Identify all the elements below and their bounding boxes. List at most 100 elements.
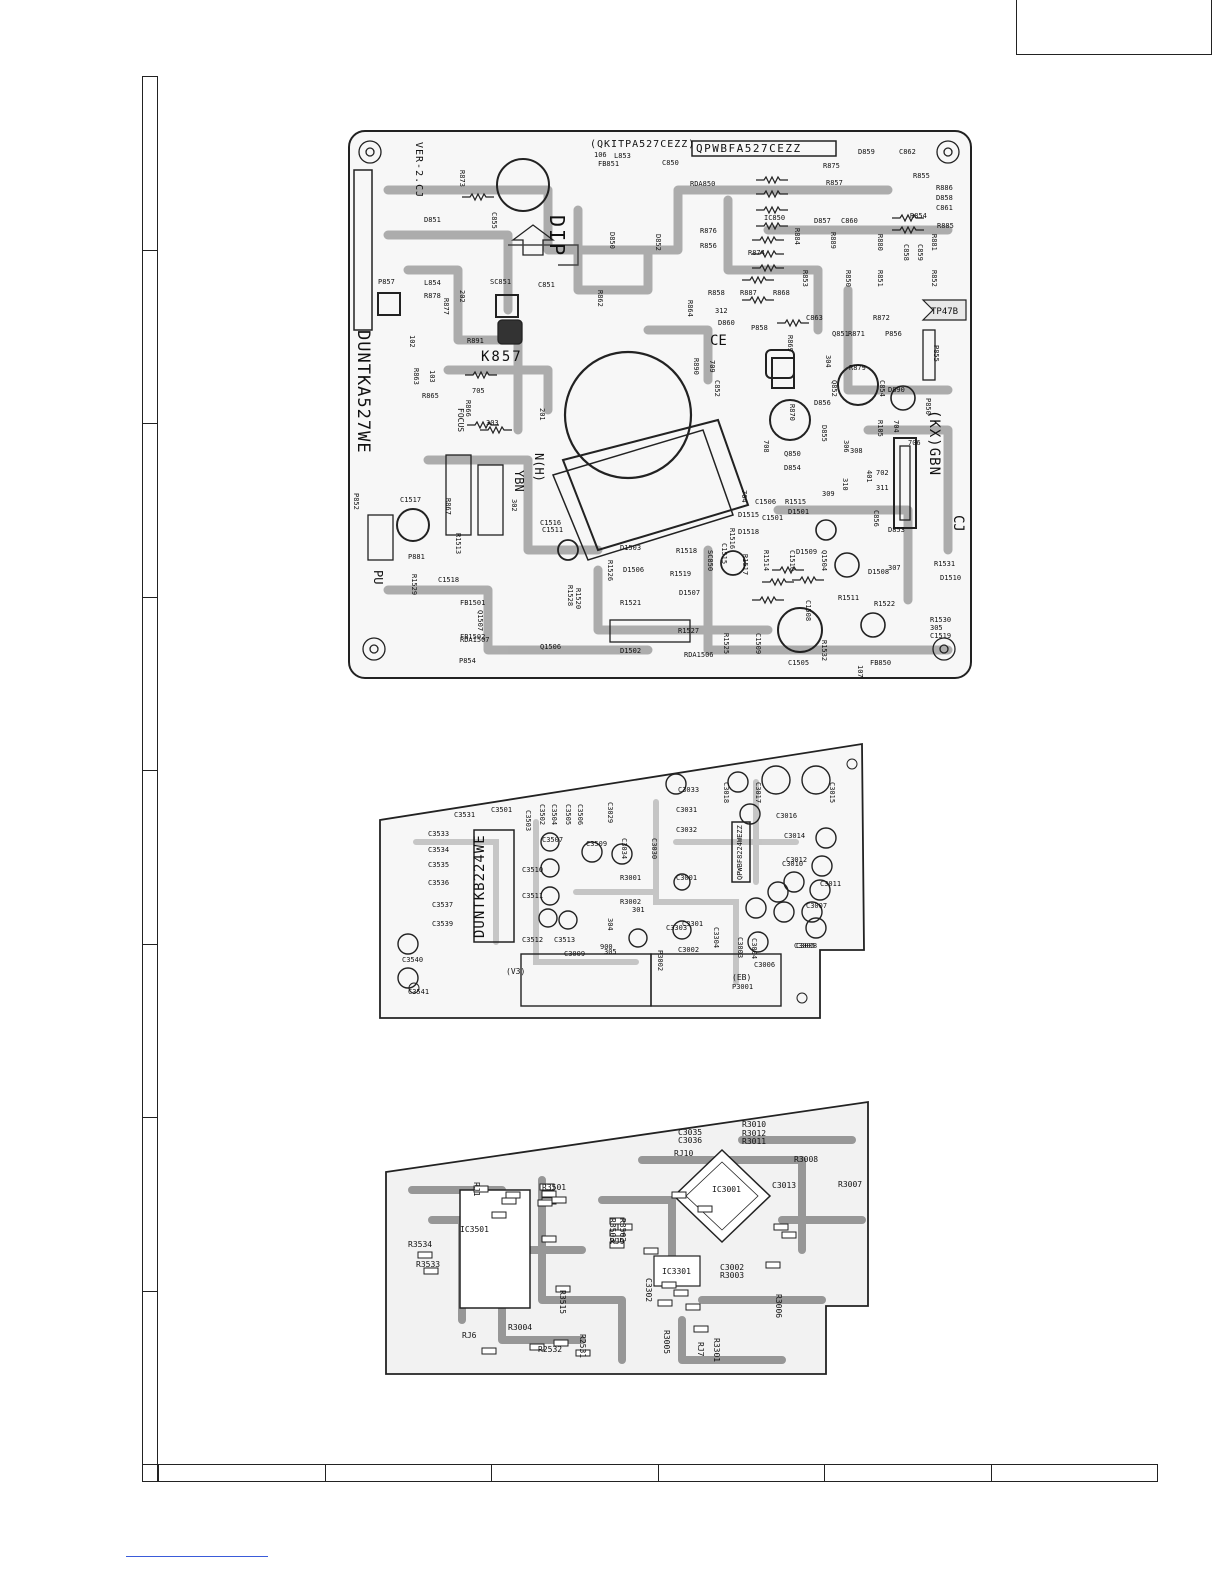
component-r885: R885 [937,222,954,230]
component-r1529: R1529 [410,574,418,595]
component-r881: R881 [930,234,938,251]
component-d856: D856 [814,399,831,407]
smd-pad [617,1223,633,1231]
component-r850: R850 [844,270,852,287]
resistor-symbol [752,595,784,605]
smd-pad [537,1199,553,1207]
capacitor-symbol [611,843,633,865]
component-c3018: C3018 [722,782,730,803]
component-c3503: C3503 [524,810,532,831]
component-r1530: R1530 [930,616,951,624]
component-c3033: C3033 [678,786,699,794]
smd-pad [539,1183,555,1191]
capacitor-symbol [397,967,419,989]
frame-zone-mark [142,770,158,771]
component-r856: R856 [700,242,717,250]
component-ic3001: IC3001 [712,1185,741,1194]
component-c1510: C1510 [788,550,796,571]
component-r1520: R1520 [574,588,582,609]
resistor-symbol [762,577,794,587]
component-r870: R870 [788,404,796,421]
resistor-symbol [892,213,924,223]
component-c1515: C1515 [720,543,728,564]
component-c3531: C3531 [454,811,475,819]
component-309: 309 [822,490,835,498]
component-r889: R889 [829,232,837,249]
component-c859: C859 [916,244,924,261]
component-d1507: D1507 [679,589,700,597]
component-302: 302 [510,499,518,512]
capacitor-symbol [739,803,761,825]
component-c854: C854 [878,380,886,397]
frame-zone-mark [142,944,158,945]
component-d852: D852 [654,234,662,251]
component-c3303: C3303 [666,924,687,932]
component-p3002: P3002 [656,950,664,971]
capacitor-symbol [811,855,833,877]
component-rj1: RJ1 [472,1182,481,1197]
component-r877: R877 [442,298,450,315]
component-p856: P856 [885,330,902,338]
component-l854: L854 [424,279,441,287]
component-c3537: C3537 [432,901,453,909]
component-r3002: R3002 [620,898,641,906]
component-303: 303 [486,419,499,427]
eb-label: (EB) [732,973,751,982]
region-kx-gbn-label: (KX)GBN [926,410,942,476]
component-fb850: FB850 [870,659,891,667]
component-c3512: C3512 [522,936,543,944]
component-fb851: FB851 [598,160,619,168]
component-312: 312 [715,307,728,315]
component-304: 304 [606,918,614,931]
component-702: 702 [876,469,889,477]
capacitor-symbol [540,858,560,878]
component-d1515: D1515 [738,511,759,519]
resistor-symbol [772,565,804,575]
component-r3010: R3010 [742,1120,766,1129]
component-c3036: C3036 [678,1136,702,1145]
component-r1522: R1522 [874,600,895,608]
component-r857: R857 [826,179,843,187]
component-fb1501: FB1501 [460,599,485,607]
footer-link-underline[interactable] [126,1556,268,1557]
component-310: 310 [841,478,849,491]
resistor-symbol [752,235,784,245]
component-r853: R853 [801,270,809,287]
smd-pad [697,1205,713,1213]
component-c850: C850 [662,159,679,167]
smd-pad [575,1349,591,1357]
smd-pad [541,1190,557,1198]
component-c3507: C3507 [542,836,563,844]
component-r854: R854 [910,212,927,220]
smd-pad [609,1229,625,1237]
component-c3301: C3301 [682,920,703,928]
ce-label: CE [710,333,727,349]
component-c852: C852 [713,380,721,397]
component-d1509: D1509 [796,548,817,556]
component-c862: C862 [899,148,916,156]
component-rj9: RJ9 [610,1237,625,1246]
pu-label: PU [371,570,385,584]
component-d855: D855 [820,425,828,442]
capacitor-symbol [673,873,691,891]
resistor-symbol [462,192,494,202]
component-d860: D860 [718,319,735,327]
component-c3008: C3008 [796,942,817,950]
component-c3004: C3004 [750,938,758,959]
dip-label: DIP [545,215,569,257]
component-r3534: R3534 [408,1240,432,1249]
component-d1508: D1508 [868,568,889,576]
resistor-symbol [752,263,784,273]
component-c861: C861 [936,204,953,212]
component-103: 103 [428,370,436,383]
smd-pad [541,1235,557,1243]
smd-pad [773,1223,789,1231]
component-q851: Q851 [832,330,849,338]
component-r878: R878 [424,292,441,300]
component-r3006: R3006 [774,1294,783,1318]
component-d1502: D1502 [620,647,641,655]
smd-pad [501,1197,517,1205]
component-c3533: C3533 [428,830,449,838]
pcb-board-control: DUNTKB224WE QPWBF8224WEZZ (EB) (V3) C353… [376,742,870,1022]
